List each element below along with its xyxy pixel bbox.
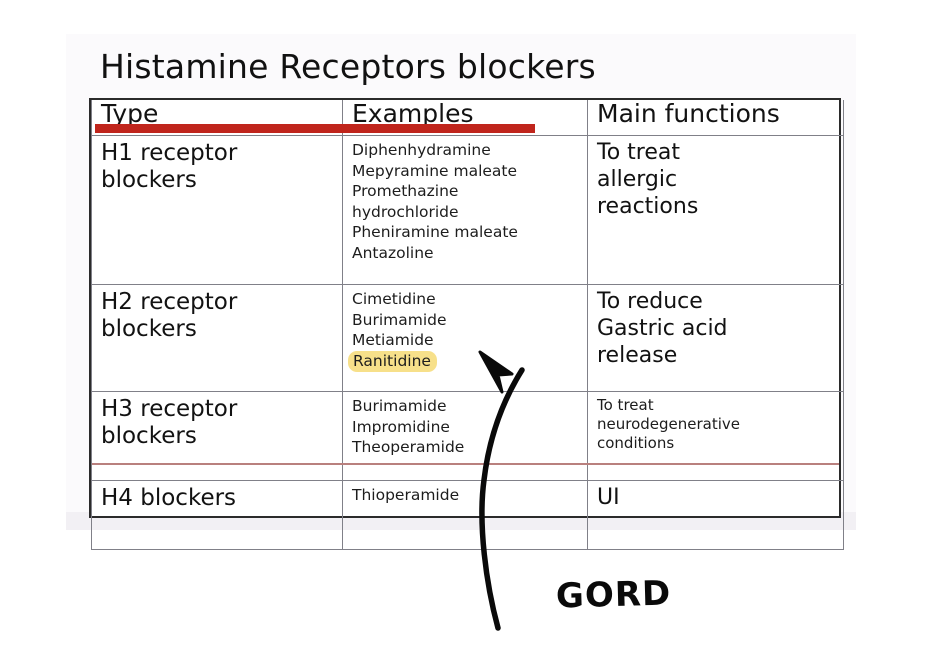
- cell-function-h3: To treat neurodegenerative conditions: [587, 391, 844, 481]
- column-header-main-functions-label: Main functions: [597, 99, 780, 128]
- type-line: blockers: [101, 423, 197, 450]
- cell-function-h2: To reduce Gastric acid release: [587, 284, 844, 392]
- table-row: H3 receptor blockers Burimamide Impromid…: [91, 391, 844, 481]
- histamine-blockers-table: Type Examples Main functions H1 receptor…: [89, 98, 844, 550]
- examples-list-h1: Diphenhydramine Mepyramine maleate Prome…: [352, 140, 578, 264]
- cell-type-h4: H4 blockers: [91, 480, 343, 550]
- cell-type-h1: H1 receptor blockers: [91, 135, 343, 285]
- function-line: reactions: [597, 193, 699, 219]
- type-line: H1 receptor: [101, 140, 238, 166]
- example-item-highlighted-ranitidine: Ranitidine: [348, 350, 437, 373]
- example-item: Burimamide: [352, 310, 447, 329]
- function-line: Gastric acid: [597, 315, 728, 341]
- example-item: Impromidine: [352, 417, 450, 436]
- gord-handwritten-label: GORD: [555, 573, 672, 617]
- function-text-h2: To reduce Gastric acid release: [597, 289, 834, 369]
- column-header-examples-label: Examples: [352, 99, 474, 128]
- type-label-h1: H1 receptor blockers: [101, 140, 333, 194]
- example-item: Pheniramine maleate: [352, 223, 518, 242]
- cell-function-h4: UI: [587, 480, 844, 550]
- cell-examples-h3: Burimamide Impromidine Theoperamide: [342, 391, 588, 481]
- example-item: Theoperamide: [352, 438, 465, 457]
- example-item: Promethazine: [352, 182, 459, 201]
- function-line: conditions: [597, 434, 675, 453]
- example-item: Burimamide: [352, 397, 447, 415]
- table-row: H2 receptor blockers Cimetidine Burimami…: [91, 284, 844, 392]
- cell-type-h2: H2 receptor blockers: [91, 284, 343, 392]
- function-line: release: [597, 342, 678, 368]
- examples-list-h2: Cimetidine Burimamide Metiamide Ranitidi…: [348, 289, 578, 373]
- type-line: blockers: [101, 316, 197, 343]
- examples-list-h3: Burimamide Impromidine Theoperamide: [352, 396, 578, 458]
- function-line: UI: [597, 485, 620, 510]
- type-label-h3: H3 receptor blockers: [101, 396, 333, 450]
- type-line: H4 blockers: [101, 485, 237, 511]
- cell-examples-h1: Diphenhydramine Mepyramine maleate Prome…: [342, 135, 588, 285]
- red-marker-thin-line: [92, 463, 839, 465]
- function-line: To treat: [597, 396, 654, 414]
- examples-list-h4: Thioperamide: [352, 485, 578, 506]
- type-line: H3 receptor: [101, 396, 238, 422]
- table-row: H1 receptor blockers Diphenhydramine Mep…: [91, 135, 844, 285]
- page-title: Histamine Receptors blockers: [100, 47, 596, 86]
- example-item: Antazoline: [352, 244, 434, 263]
- function-text-h4: UI: [597, 485, 834, 512]
- example-item: Mepyramine maleate: [352, 161, 518, 180]
- type-label-h4: H4 blockers: [101, 485, 333, 512]
- function-line: allergic: [597, 166, 678, 192]
- function-line: neurodegenerative: [597, 415, 741, 434]
- function-text-h1: To treat allergic reactions: [597, 140, 834, 220]
- table: Type Examples Main functions H1 receptor…: [91, 100, 844, 550]
- table-row: H4 blockers Thioperamide UI: [91, 480, 844, 550]
- example-item: Thioperamide: [352, 486, 460, 504]
- red-marker-underline: [95, 124, 535, 133]
- example-item: Metiamide: [352, 331, 434, 350]
- cell-examples-h2: Cimetidine Burimamide Metiamide Ranitidi…: [342, 284, 588, 392]
- column-header-main-functions: Main functions: [587, 99, 844, 136]
- cell-examples-h4: Thioperamide: [342, 480, 588, 550]
- column-header-type-label: Type: [101, 99, 159, 128]
- type-line: H2 receptor: [101, 289, 238, 315]
- example-item: Cimetidine: [352, 290, 436, 308]
- function-line: To treat: [597, 140, 680, 165]
- example-item: Diphenhydramine: [352, 141, 491, 159]
- example-item: hydrochloride: [352, 202, 459, 221]
- function-line: To reduce: [597, 289, 703, 314]
- function-text-h3: To treat neurodegenerative conditions: [597, 396, 834, 454]
- type-label-h2: H2 receptor blockers: [101, 289, 333, 343]
- cell-function-h1: To treat allergic reactions: [587, 135, 844, 285]
- type-line: blockers: [101, 167, 197, 194]
- cell-type-h3: H3 receptor blockers: [91, 391, 343, 481]
